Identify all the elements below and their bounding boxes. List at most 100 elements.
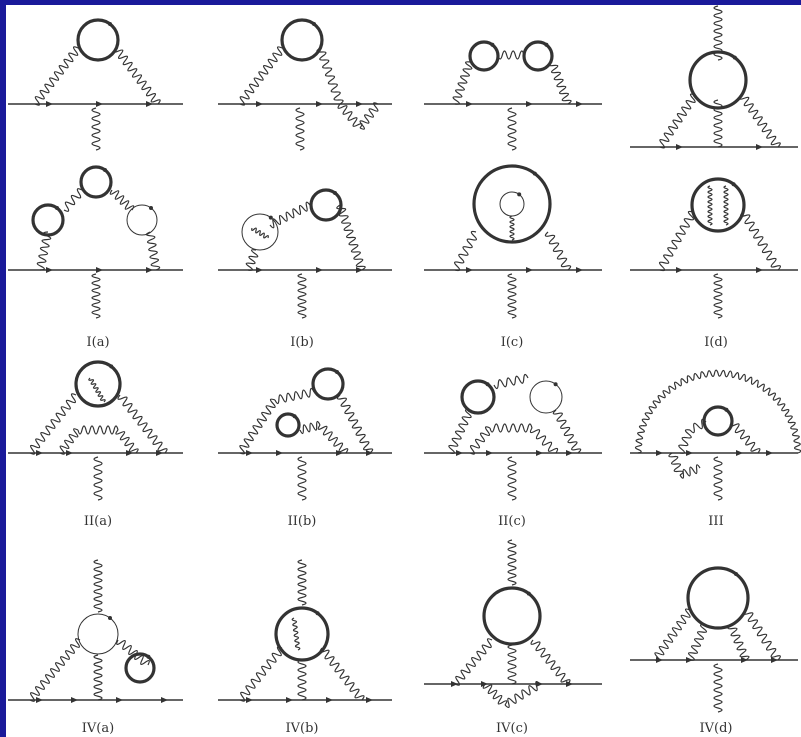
loop-vertex [544,43,548,47]
loop-vertex [732,182,736,186]
photon-line [338,104,362,128]
arrow-marker [116,697,123,703]
arrow-marker [286,697,293,703]
arrow-marker [246,450,253,456]
arrow-marker [576,101,583,107]
arrow-marker [676,267,683,273]
photon-line [240,399,275,454]
fermion-loop [311,190,341,220]
fermion-loop [690,52,746,108]
loop-vertex [109,364,113,368]
loop-vertex [149,206,153,210]
photon-line [508,645,516,684]
photon-line [704,370,718,377]
photon-line [778,402,789,413]
fermion-loop [76,362,120,406]
photon-line [94,457,102,500]
loop-vertex [527,592,531,596]
photon-line [298,274,306,318]
photon-line [449,410,471,454]
caption-Id: I(d) [704,335,728,350]
caption-IVc: IV(c) [496,721,528,736]
photon-line [744,610,781,660]
caption-IIc: II(c) [498,514,526,529]
photon-line [360,103,378,129]
photon-line [490,424,532,432]
photon-line [531,640,570,684]
photon-line [35,47,78,105]
photon-line [667,382,678,393]
photon-line [724,186,728,225]
fermion-loop [282,20,322,60]
photon-line [116,430,138,453]
loop-vertex [490,43,494,47]
photon-line [730,422,760,453]
photon-line [530,428,557,453]
photon-line [714,664,722,712]
arrow-marker [771,657,778,663]
arrow-marker [766,450,773,456]
fermion-loop [462,381,494,413]
caption-IVd: IV(d) [700,721,733,736]
arrow-marker [686,450,693,456]
photon-line [649,401,657,414]
loop-vertex [312,22,316,26]
photon-line [679,430,691,454]
loop-vertex [103,168,107,172]
photon-line [470,427,490,454]
photon-line [669,453,683,475]
photon-line [732,373,745,380]
fermion-loop [688,568,748,628]
photon-line [549,62,571,104]
arrow-marker [36,450,43,456]
loop-vertex [293,414,297,418]
photon-line [508,540,516,585]
arrow-marker [756,144,763,150]
photon-line [292,618,300,650]
arrow-marker [756,267,763,273]
photon-line [455,231,477,270]
arrow-marker [36,697,43,703]
photon-line [298,457,306,500]
photon-line [785,413,795,426]
loop-vertex [734,572,738,576]
loop-vertex [733,56,737,60]
photon-line [30,394,76,454]
arrow-marker [576,267,583,273]
fermion-loop [81,167,111,197]
photon-line [510,216,514,240]
photon-line [92,108,100,150]
photon-line [660,211,694,270]
loop-vertex [554,382,558,386]
arrow-marker [96,267,103,273]
photon-line [240,47,282,105]
loop-vertex [486,382,490,386]
arrow-marker [656,450,663,456]
photon-line [791,426,800,439]
fermion-loop [530,381,562,413]
arrow-marker [466,267,473,273]
photon-line [275,388,314,403]
arrow-marker [146,267,153,273]
fermion-loop [692,179,744,231]
photon-line [545,232,570,270]
photon-line [37,232,50,270]
fermion-loop [78,20,118,60]
fermion-loop [127,205,157,235]
photon-line [300,422,320,434]
diagram-captions: I(a) I(b) I(c) I(d) II(a) II(b) II(c) II… [82,335,733,736]
arrow-marker [46,267,53,273]
arrow-marker [526,267,533,273]
photon-line [635,439,641,453]
arrow-marker [526,101,533,107]
photon-line [660,94,695,148]
photon-line [689,625,707,661]
photon-line [146,232,159,270]
loop-vertex [55,206,59,210]
photon-line [30,639,80,702]
photon-line [453,62,472,104]
photon-line [642,413,649,426]
photon-line [494,375,528,389]
arrow-marker [466,101,473,107]
